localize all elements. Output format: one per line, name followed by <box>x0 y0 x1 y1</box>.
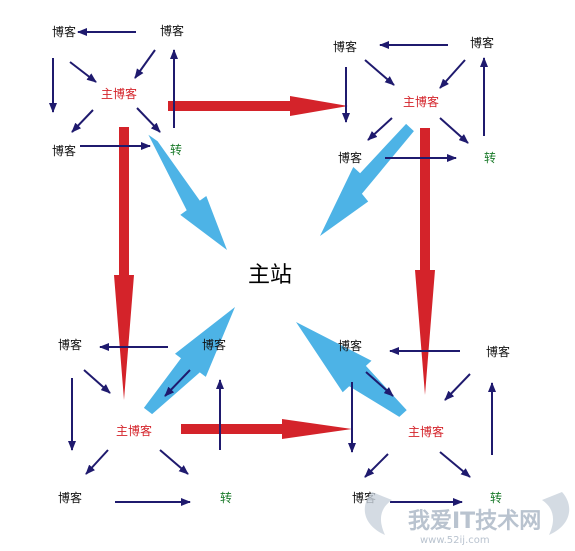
blog-label: 博客 <box>52 24 76 39</box>
cluster-top-left: 博客 博客 主博客 博客 转 <box>52 23 184 158</box>
zhuan-label: 转 <box>170 142 182 157</box>
zhuan-label: 转 <box>484 150 496 165</box>
main-blog-label: 主博客 <box>116 423 152 438</box>
cluster-top-right: 博客 博客 主博客 博客 转 <box>333 35 496 165</box>
navy-arrow <box>365 371 394 397</box>
main-blog-label: 主博客 <box>101 86 137 101</box>
blog-label: 博客 <box>58 337 82 352</box>
main-blog-label: 主博客 <box>408 424 444 439</box>
watermark-text: 我爱IT技术网 <box>408 509 541 534</box>
navy-arrow <box>444 373 471 401</box>
navy-arrow <box>439 117 469 144</box>
red-arrow-left <box>114 127 134 400</box>
navy-arrows <box>49 28 496 506</box>
blog-label: 博客 <box>338 338 362 353</box>
blog-label: 博客 <box>52 143 76 158</box>
red-arrows <box>114 96 435 439</box>
blog-label: 博客 <box>58 490 82 505</box>
navy-arrow <box>367 117 393 141</box>
blog-label: 博客 <box>202 337 226 352</box>
blue-arrow-bottom-left <box>143 307 235 415</box>
cluster-bottom-left: 博客 博客 主博客 博客 转 <box>58 337 232 505</box>
navy-arrow <box>164 369 191 397</box>
blog-label: 博客 <box>333 39 357 54</box>
zhuan-label: 转 <box>490 490 502 505</box>
navy-arrow <box>364 59 395 86</box>
main-blog-label: 主博客 <box>403 94 439 109</box>
blog-label: 博客 <box>160 23 184 38</box>
watermark: 我爱IT技术网 www.52ij.com <box>364 492 570 546</box>
navy-arrow <box>134 49 156 79</box>
blue-arrow-top-left <box>148 134 227 250</box>
blog-label: 博客 <box>470 35 494 50</box>
navy-arrow <box>71 109 94 133</box>
watermark-url: www.52ij.com <box>420 535 490 546</box>
blog-label: 博客 <box>486 344 510 359</box>
main-site-label: 主站 <box>248 263 292 288</box>
red-arrow-top <box>168 96 348 116</box>
blue-arrow-bottom-right <box>296 322 407 417</box>
navy-arrow <box>136 107 161 133</box>
blue-arrow-top-right <box>320 123 414 236</box>
zhuan-label: 转 <box>220 490 232 505</box>
navy-arrow <box>85 449 109 475</box>
blog-label: 博客 <box>338 150 362 165</box>
navy-arrow <box>69 61 97 83</box>
navy-arrow <box>83 369 111 394</box>
navy-arrow <box>364 453 389 478</box>
navy-arrow <box>439 59 466 89</box>
navy-arrow <box>159 449 189 475</box>
navy-arrow <box>439 451 471 478</box>
red-arrow-right <box>415 128 435 395</box>
red-arrow-bottom <box>181 419 352 439</box>
